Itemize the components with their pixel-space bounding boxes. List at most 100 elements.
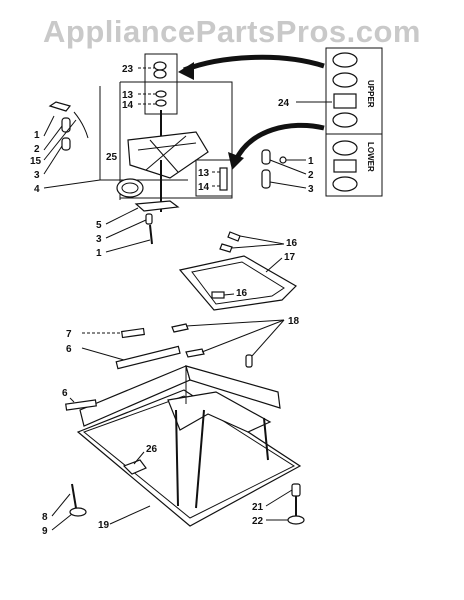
callout-3: 3 (96, 234, 102, 245)
frame-cross-member (167, 391, 272, 433)
seal-stack (219, 167, 228, 191)
spacer-part-2 (61, 117, 71, 133)
callout-19: 19 (98, 520, 110, 531)
callout-14: 14 (198, 182, 210, 193)
leader-21 (265, 489, 293, 507)
callout-2: 2 (308, 170, 314, 181)
gearcase-assembly (48, 53, 287, 245)
clip-part-26 (122, 459, 147, 475)
upper-bearing-cone (332, 72, 358, 88)
leader-1c (105, 239, 151, 253)
frame-leg-front-2 (195, 409, 205, 509)
leader-19 (109, 505, 151, 525)
watermark: AppliancePartsPros.com (43, 14, 421, 49)
callout-labels: 1 2 15 3 4 23 13 14 25 13 14 1 2 3 24 5 … (30, 64, 314, 537)
callout-1: 1 (96, 248, 102, 259)
nut-part-1 (279, 156, 287, 164)
inner-seal-box (195, 159, 233, 197)
bearing-kit-panel: UPPER LOWER (178, 47, 383, 197)
leader-6a (81, 347, 125, 361)
leader-3c (105, 219, 147, 239)
callout-14: 14 (122, 100, 134, 111)
arrowhead-upper (178, 62, 194, 80)
leveling-leg-8 (71, 483, 77, 509)
callout-17: 17 (284, 252, 296, 263)
callout-5: 5 (96, 220, 102, 231)
spacer-part-3 (61, 137, 71, 151)
leader-18c (251, 319, 285, 357)
gearcase-rib (145, 135, 187, 171)
leader-lines (43, 67, 332, 531)
callout-24: 24 (278, 98, 290, 109)
bushing-part-3 (145, 213, 153, 225)
leveling-leg-21 (291, 483, 301, 497)
callout-15: 15 (30, 156, 42, 167)
bracket-part-17 (178, 255, 297, 311)
leader-2a (43, 125, 63, 151)
coupling-part-2 (261, 149, 271, 165)
leader-3b (269, 181, 307, 189)
pin-part-1 (149, 224, 153, 245)
base-plate-19 (76, 389, 302, 527)
foot-pad-22 (287, 515, 305, 525)
foot-pad-9 (69, 507, 87, 517)
mid-parts (115, 231, 297, 370)
lower-label: LOWER (366, 142, 375, 172)
arrow-to-lower-bearing (233, 122, 325, 162)
lower-bearing-cup (332, 176, 358, 192)
lower-bearing-roller (333, 159, 357, 173)
leader-3a (43, 145, 63, 175)
base-plate-rim (82, 395, 296, 519)
tube-part-15 (73, 111, 89, 139)
callout-22: 22 (252, 516, 264, 527)
bracket-part-5 (134, 200, 180, 212)
arrowhead-lower (228, 152, 244, 170)
bracket-17-inner (191, 261, 285, 305)
lower-bearing-race (332, 140, 358, 156)
callout-1: 1 (308, 156, 314, 167)
leader-8 (51, 493, 71, 517)
bearing-cup-23 (153, 61, 167, 71)
callout-1: 1 (34, 130, 40, 141)
leader-16a-2 (231, 243, 285, 249)
callout-3: 3 (34, 170, 40, 181)
strip-part-6-lower (65, 399, 97, 411)
callout-26: 26 (146, 444, 158, 455)
cabinet-base (65, 365, 305, 527)
callout-8: 8 (42, 512, 48, 523)
assembly-frame-right (120, 81, 233, 199)
clip-part-1 (48, 101, 72, 112)
leader-26 (133, 451, 145, 465)
leader-9 (51, 513, 73, 531)
callout-21: 21 (252, 502, 264, 513)
frame-leg-front (175, 409, 179, 507)
leader-18a (185, 319, 285, 327)
clip-18-c (245, 354, 253, 368)
bearing-kit-frame (325, 47, 383, 197)
leader-5 (105, 207, 139, 225)
callout-18: 18 (288, 316, 300, 327)
callout-3: 3 (308, 184, 314, 195)
leader-16b (223, 293, 235, 296)
clip-18-b (185, 348, 205, 358)
leader-15 (43, 119, 77, 161)
leader-4 (43, 179, 101, 189)
leader-2b (269, 159, 307, 175)
clip-16-top (227, 231, 241, 242)
frame-leg-right (263, 417, 269, 461)
fastener-16 (211, 291, 225, 299)
washer-13 (155, 90, 167, 98)
gearcase-rib (137, 142, 197, 151)
leader-16a (239, 235, 285, 245)
leader-18b (201, 319, 285, 353)
callout-6: 6 (62, 388, 68, 399)
callout-13: 13 (122, 90, 134, 101)
callout-13: 13 (198, 168, 210, 179)
coupling-part-3 (261, 169, 271, 189)
gearcase-rib (149, 139, 179, 173)
bearing-cone-23 (153, 69, 167, 79)
strip-part-6-upper (115, 345, 181, 370)
callout-23: 23 (122, 64, 134, 75)
